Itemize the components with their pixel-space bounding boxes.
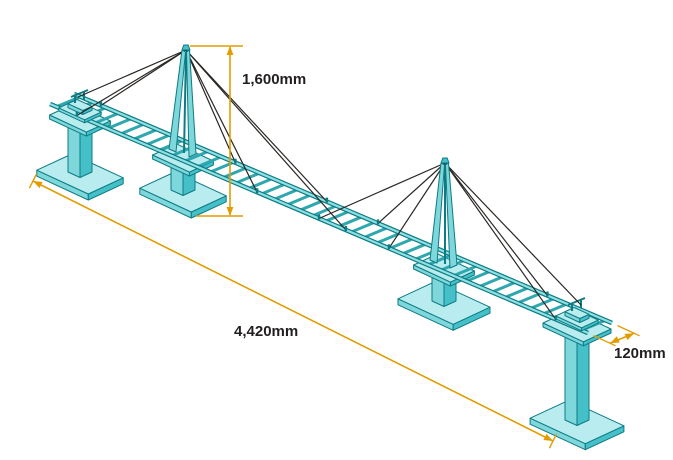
deck-tie: [376, 231, 402, 245]
stay-cable: [185, 49, 347, 231]
dimension-arrowhead: [226, 46, 234, 55]
stay-cable: [318, 162, 446, 220]
tower-apex: [181, 44, 191, 51]
stay-cable: [444, 162, 557, 320]
deck-tie: [478, 275, 504, 289]
anchor-bar: [567, 297, 586, 306]
deck-tie: [132, 128, 158, 141]
tower-leg: [429, 162, 445, 264]
stay-cable: [100, 49, 187, 107]
dimension-arrowhead: [33, 181, 43, 189]
column-front: [564, 328, 578, 426]
anchor-blocks: [58, 89, 599, 332]
dimension-label-deck-width: 120mm: [614, 345, 666, 362]
pylon-2: [429, 157, 458, 269]
stay-cable: [185, 49, 328, 203]
deck-tie: [388, 237, 415, 250]
dimension-label-overall-length: 4,420mm: [234, 323, 298, 340]
tower-rear-leg: [183, 51, 187, 154]
deck-tie: [222, 166, 248, 179]
deck-tie: [363, 226, 389, 239]
deck-tie: [55, 95, 81, 109]
deck-tie: [542, 302, 568, 316]
dimension-arrowhead: [226, 207, 234, 216]
deck-tie: [196, 155, 222, 169]
deck-tie: [183, 149, 210, 163]
deck-tie: [286, 193, 312, 207]
stay-cable: [388, 162, 446, 249]
deck-tie: [107, 117, 133, 130]
dimension-arrowhead: [610, 336, 620, 344]
dimension-lines: [28, 45, 640, 449]
deck-tie: [260, 182, 286, 196]
extension-line: [593, 335, 616, 347]
left-anchor-sled: [58, 89, 102, 124]
deck-tie: [491, 280, 517, 294]
stay-cable: [185, 49, 236, 163]
pylon-1: [168, 44, 197, 158]
deck-tie: [529, 297, 555, 310]
deck-tie: [145, 133, 171, 147]
stay-cable: [444, 162, 582, 306]
stay-cable: [444, 162, 548, 296]
deck-tie: [312, 204, 338, 218]
dimension-label-tower-height: 1,600mm: [242, 71, 306, 88]
deck-tie: [273, 188, 299, 201]
pier-3: [397, 253, 491, 331]
deck-tie: [452, 264, 479, 278]
deck-tie: [235, 171, 261, 185]
dimension-line-length: [32, 180, 554, 442]
tower-apex: [440, 157, 450, 164]
piers: [36, 103, 625, 451]
anchor-bar: [70, 89, 89, 98]
stay-cable: [77, 49, 187, 98]
stay-cable: [185, 49, 258, 193]
deck-tie: [299, 198, 325, 212]
stay-cable: [76, 49, 187, 117]
deck-tie: [504, 286, 530, 299]
deck-tie: [94, 111, 120, 125]
pier-4: [529, 309, 625, 451]
deck-tie: [350, 220, 376, 234]
deck-tie: [427, 253, 453, 267]
stay-cables: [75, 49, 582, 321]
deck-tie: [465, 269, 491, 283]
extension-line: [617, 325, 640, 337]
deck-tie: [401, 242, 427, 256]
pylon-towers: [168, 44, 458, 269]
deck-tie: [119, 122, 146, 136]
dimension-arrowhead: [624, 333, 635, 341]
deck-tie: [247, 177, 274, 190]
dimension-arrowhead: [543, 433, 553, 441]
right-anchor-sled: [555, 297, 599, 332]
stay-cable: [377, 162, 446, 224]
tower-leg: [168, 49, 186, 153]
deck-tie: [324, 209, 350, 223]
